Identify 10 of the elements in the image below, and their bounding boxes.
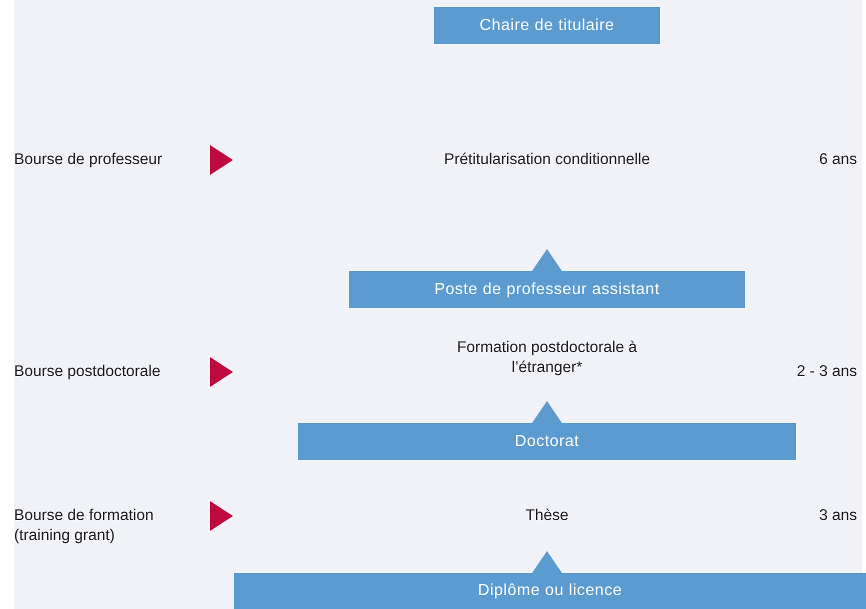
grant-label: Bourse postdoctorale (14, 362, 162, 382)
duration-label: 6 ans (818, 150, 857, 170)
stage-label: Prétitularisation conditionnelle (443, 150, 651, 170)
stage-label: Thèse (524, 506, 570, 526)
stage-bar: Chaire de titulaire (434, 7, 660, 44)
grant-label: Bourse de professeur (14, 150, 164, 170)
duration-label: 3 ans (818, 506, 857, 526)
stage-label: Formation postdoctorale à l’étranger* (456, 338, 638, 378)
grant-label: Bourse de formation (training grant) (14, 506, 155, 546)
duration-label: 2 - 3 ans (796, 362, 857, 382)
